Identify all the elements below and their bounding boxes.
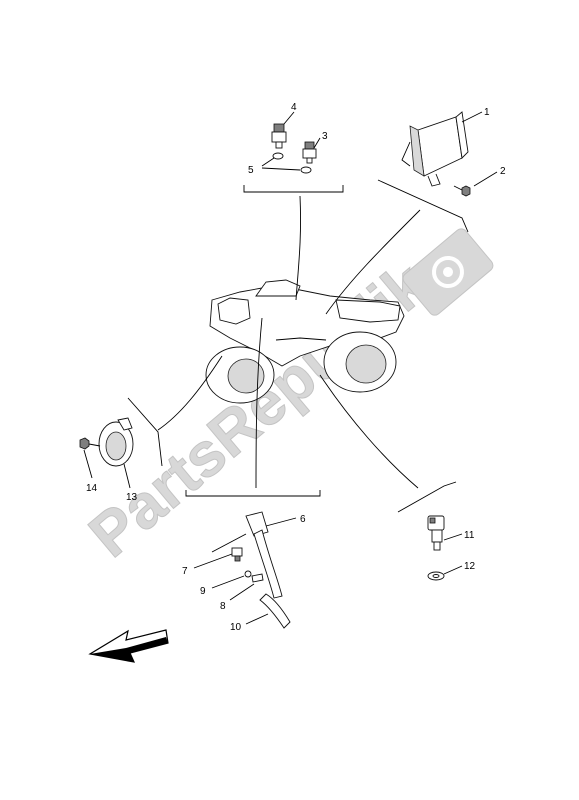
svg-text:12: 12: [464, 561, 476, 572]
callout-4: 4: [283, 102, 297, 125]
svg-text:2: 2: [500, 166, 506, 177]
svg-text:9: 9: [200, 586, 206, 597]
part-group-switches: [261, 123, 317, 174]
callout-14: 14: [83, 449, 98, 494]
gear-icon: [402, 228, 494, 316]
callout-1: 1: [461, 107, 490, 123]
callout-10: 10: [230, 613, 269, 633]
callout-6: 6: [265, 514, 306, 527]
svg-text:10: 10: [230, 622, 242, 633]
callout-13: 13: [123, 463, 138, 503]
group-leader-lines: [157, 195, 421, 489]
group-brackets: [127, 179, 469, 513]
svg-text:1: 1: [484, 107, 490, 118]
callout-12: 12: [443, 561, 476, 575]
svg-text:8: 8: [220, 601, 226, 612]
svg-text:11: 11: [464, 530, 475, 541]
callout-11: 11: [443, 530, 475, 541]
front-direction-arrow-icon: [88, 629, 169, 663]
callout-3: 3: [313, 131, 328, 149]
callout-2: 2: [473, 166, 506, 187]
svg-text:3: 3: [322, 131, 328, 142]
callout-7: 7: [182, 553, 233, 577]
svg-text:13: 13: [126, 492, 138, 503]
callout-5: 5: [248, 157, 275, 176]
svg-text:7: 7: [182, 566, 188, 577]
svg-text:4: 4: [291, 102, 297, 113]
part-group-hose: [211, 511, 291, 629]
svg-text:14: 14: [86, 483, 98, 494]
svg-text:5: 5: [248, 165, 254, 176]
svg-text:6: 6: [300, 514, 306, 525]
part-group-sensor: [427, 515, 445, 581]
part-group-module: [401, 111, 471, 197]
part-group-horn: [79, 417, 134, 467]
callout-8: 8: [220, 583, 255, 612]
callout-9: 9: [200, 575, 245, 597]
